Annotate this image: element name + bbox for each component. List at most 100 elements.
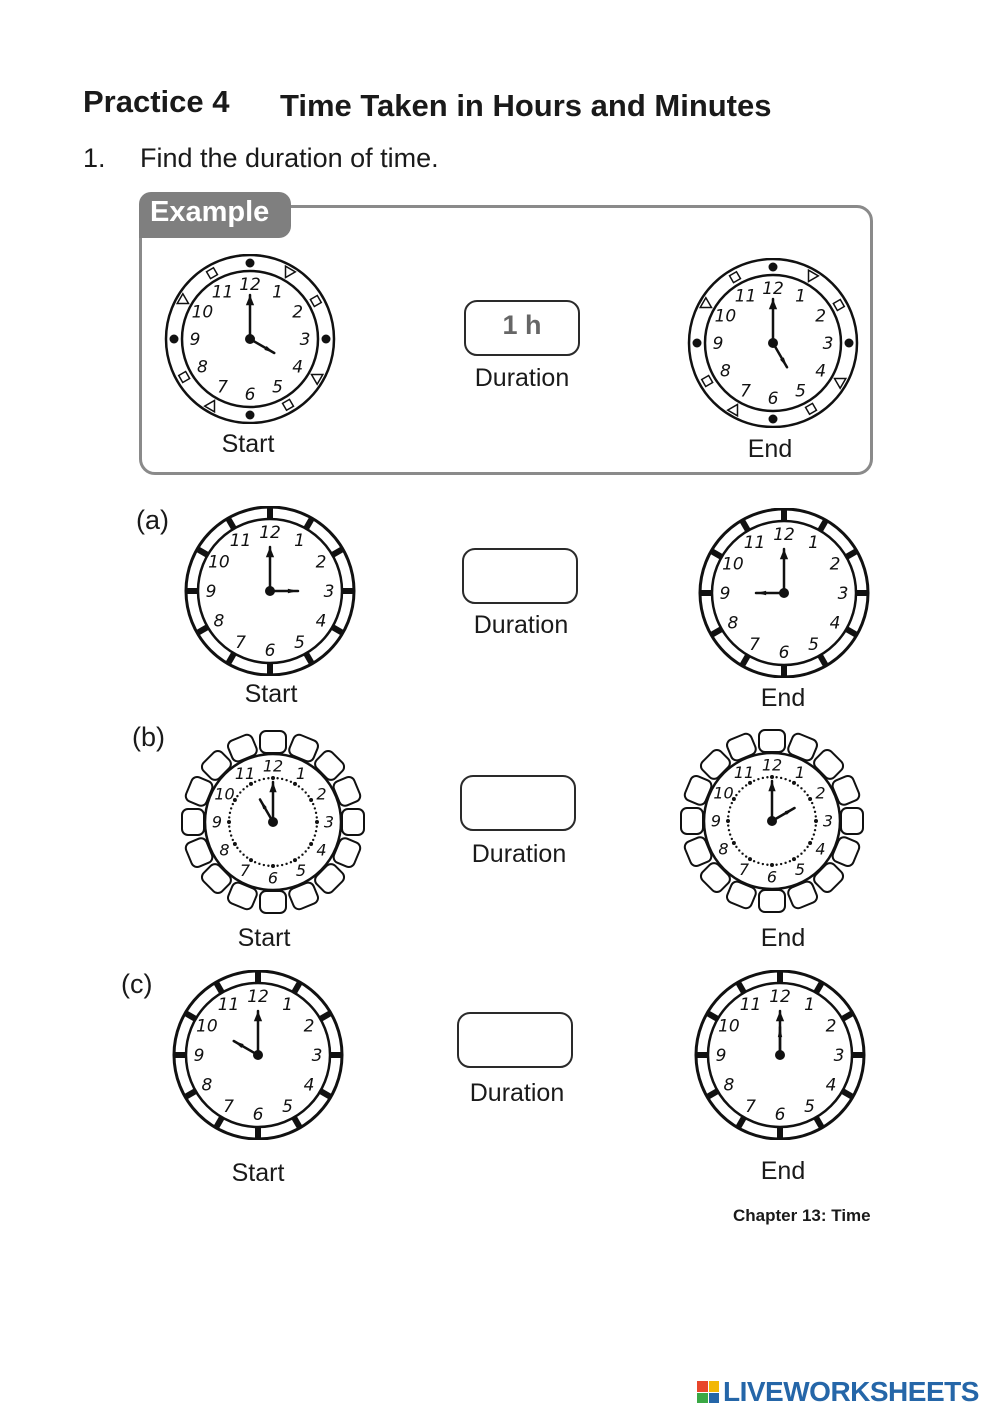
clock-number: 1 [272,282,283,302]
clock-rim [164,254,336,424]
exercise-b-duration-input[interactable] [460,775,576,831]
brand-square [697,1381,708,1392]
clock-number: 10 [722,554,744,574]
minute-dot [810,801,814,805]
clock-number: 5 [296,861,306,880]
clock-number: 1 [282,995,293,1015]
minute-dot [249,858,253,863]
exercise-a-end-label: End [760,684,806,712]
clock-number: 10 [208,552,230,572]
minute-dot [249,781,253,786]
minute-dot [735,845,738,849]
minute-dot [267,864,270,867]
clock-number: 12 [239,275,261,295]
clock-number: 9 [212,813,222,832]
minute-dot [301,853,304,856]
minute-dot [245,785,249,788]
minute-dot [239,850,242,853]
rim-dot [245,258,255,268]
rim-tick [709,548,724,560]
minute-dot [301,788,304,791]
clock-number: 8 [197,357,208,377]
clock-number: 5 [795,860,805,879]
minute-dot [735,793,738,797]
rim-triangle [726,403,739,418]
clock-number: 10 [192,302,214,322]
clock-number: 7 [217,378,228,398]
clock-number: 4 [316,611,327,631]
minute-dot [731,797,736,801]
minute-dot [232,798,237,802]
clock-center [767,816,777,826]
clock-number: 1 [294,531,305,551]
rim-dot [768,414,778,424]
clock-number: 5 [272,378,283,398]
clock-number: 7 [240,861,251,880]
clock-number: 6 [768,389,779,409]
clock-number: 8 [201,1075,212,1095]
rim-tick [817,518,829,533]
clock-number: 6 [775,1105,786,1125]
hand-arrowhead [779,549,789,560]
minute-dot [276,864,279,867]
flower-petal [758,889,786,913]
rim-dot [844,338,854,348]
clock-number: 8 [720,361,731,381]
minute-dot [775,776,778,779]
clock-number: 3 [823,334,834,354]
exercise-c-duration-input[interactable] [457,1012,573,1068]
minute-dot [730,837,734,841]
minute-dot [744,784,748,787]
minute-dot [810,837,814,841]
minute-dot [228,811,232,815]
rim-dot [245,410,255,420]
hand-arrowhead [784,808,795,815]
example-end-label: End [747,435,793,463]
clock-number: 3 [312,1046,323,1066]
minute-dot [311,802,315,806]
clock-number: 4 [830,613,841,633]
rim-tick [330,546,345,558]
clock-number: 11 [230,531,252,551]
minute-dot [285,862,288,866]
clock-number: 2 [304,1016,315,1036]
clock-number: 10 [196,1016,218,1036]
hand-arrowhead [287,588,298,594]
rim-tick [739,653,751,668]
rim-tick [813,1115,825,1130]
clock-center [253,1050,263,1060]
clock-number: 8 [723,1075,734,1095]
exercise-a-duration-input[interactable] [462,548,578,604]
rim-tick [318,1010,333,1022]
example-duration-answer: 1 h [502,310,542,340]
rim-tick [213,1115,225,1130]
minute-dot [779,862,783,866]
minute-dot [784,861,787,865]
minute-dot [253,780,257,784]
clock-number: 7 [235,633,246,653]
rim-tick [195,546,210,558]
hand-arrowhead [777,1027,783,1038]
clock-center [268,817,278,827]
minute-dot [808,797,813,801]
clock-center [779,588,789,598]
clock-number: 1 [795,286,806,306]
minute-dot [253,860,257,864]
minute-dot [245,856,249,859]
clock-number: 4 [316,841,326,860]
rim-square [281,398,295,412]
clock-number: 12 [773,525,795,545]
hand-arrowhead [260,799,267,810]
minute-dot [744,855,748,858]
clock-number: 6 [268,869,278,888]
minute-dot [727,810,731,814]
minute-dot [293,781,297,786]
rim-tick [705,1088,720,1100]
clock-number: 10 [718,1016,740,1036]
example-box [139,205,873,475]
brand-square [697,1392,708,1403]
flower-petal [341,808,365,836]
minute-dot [309,798,314,802]
